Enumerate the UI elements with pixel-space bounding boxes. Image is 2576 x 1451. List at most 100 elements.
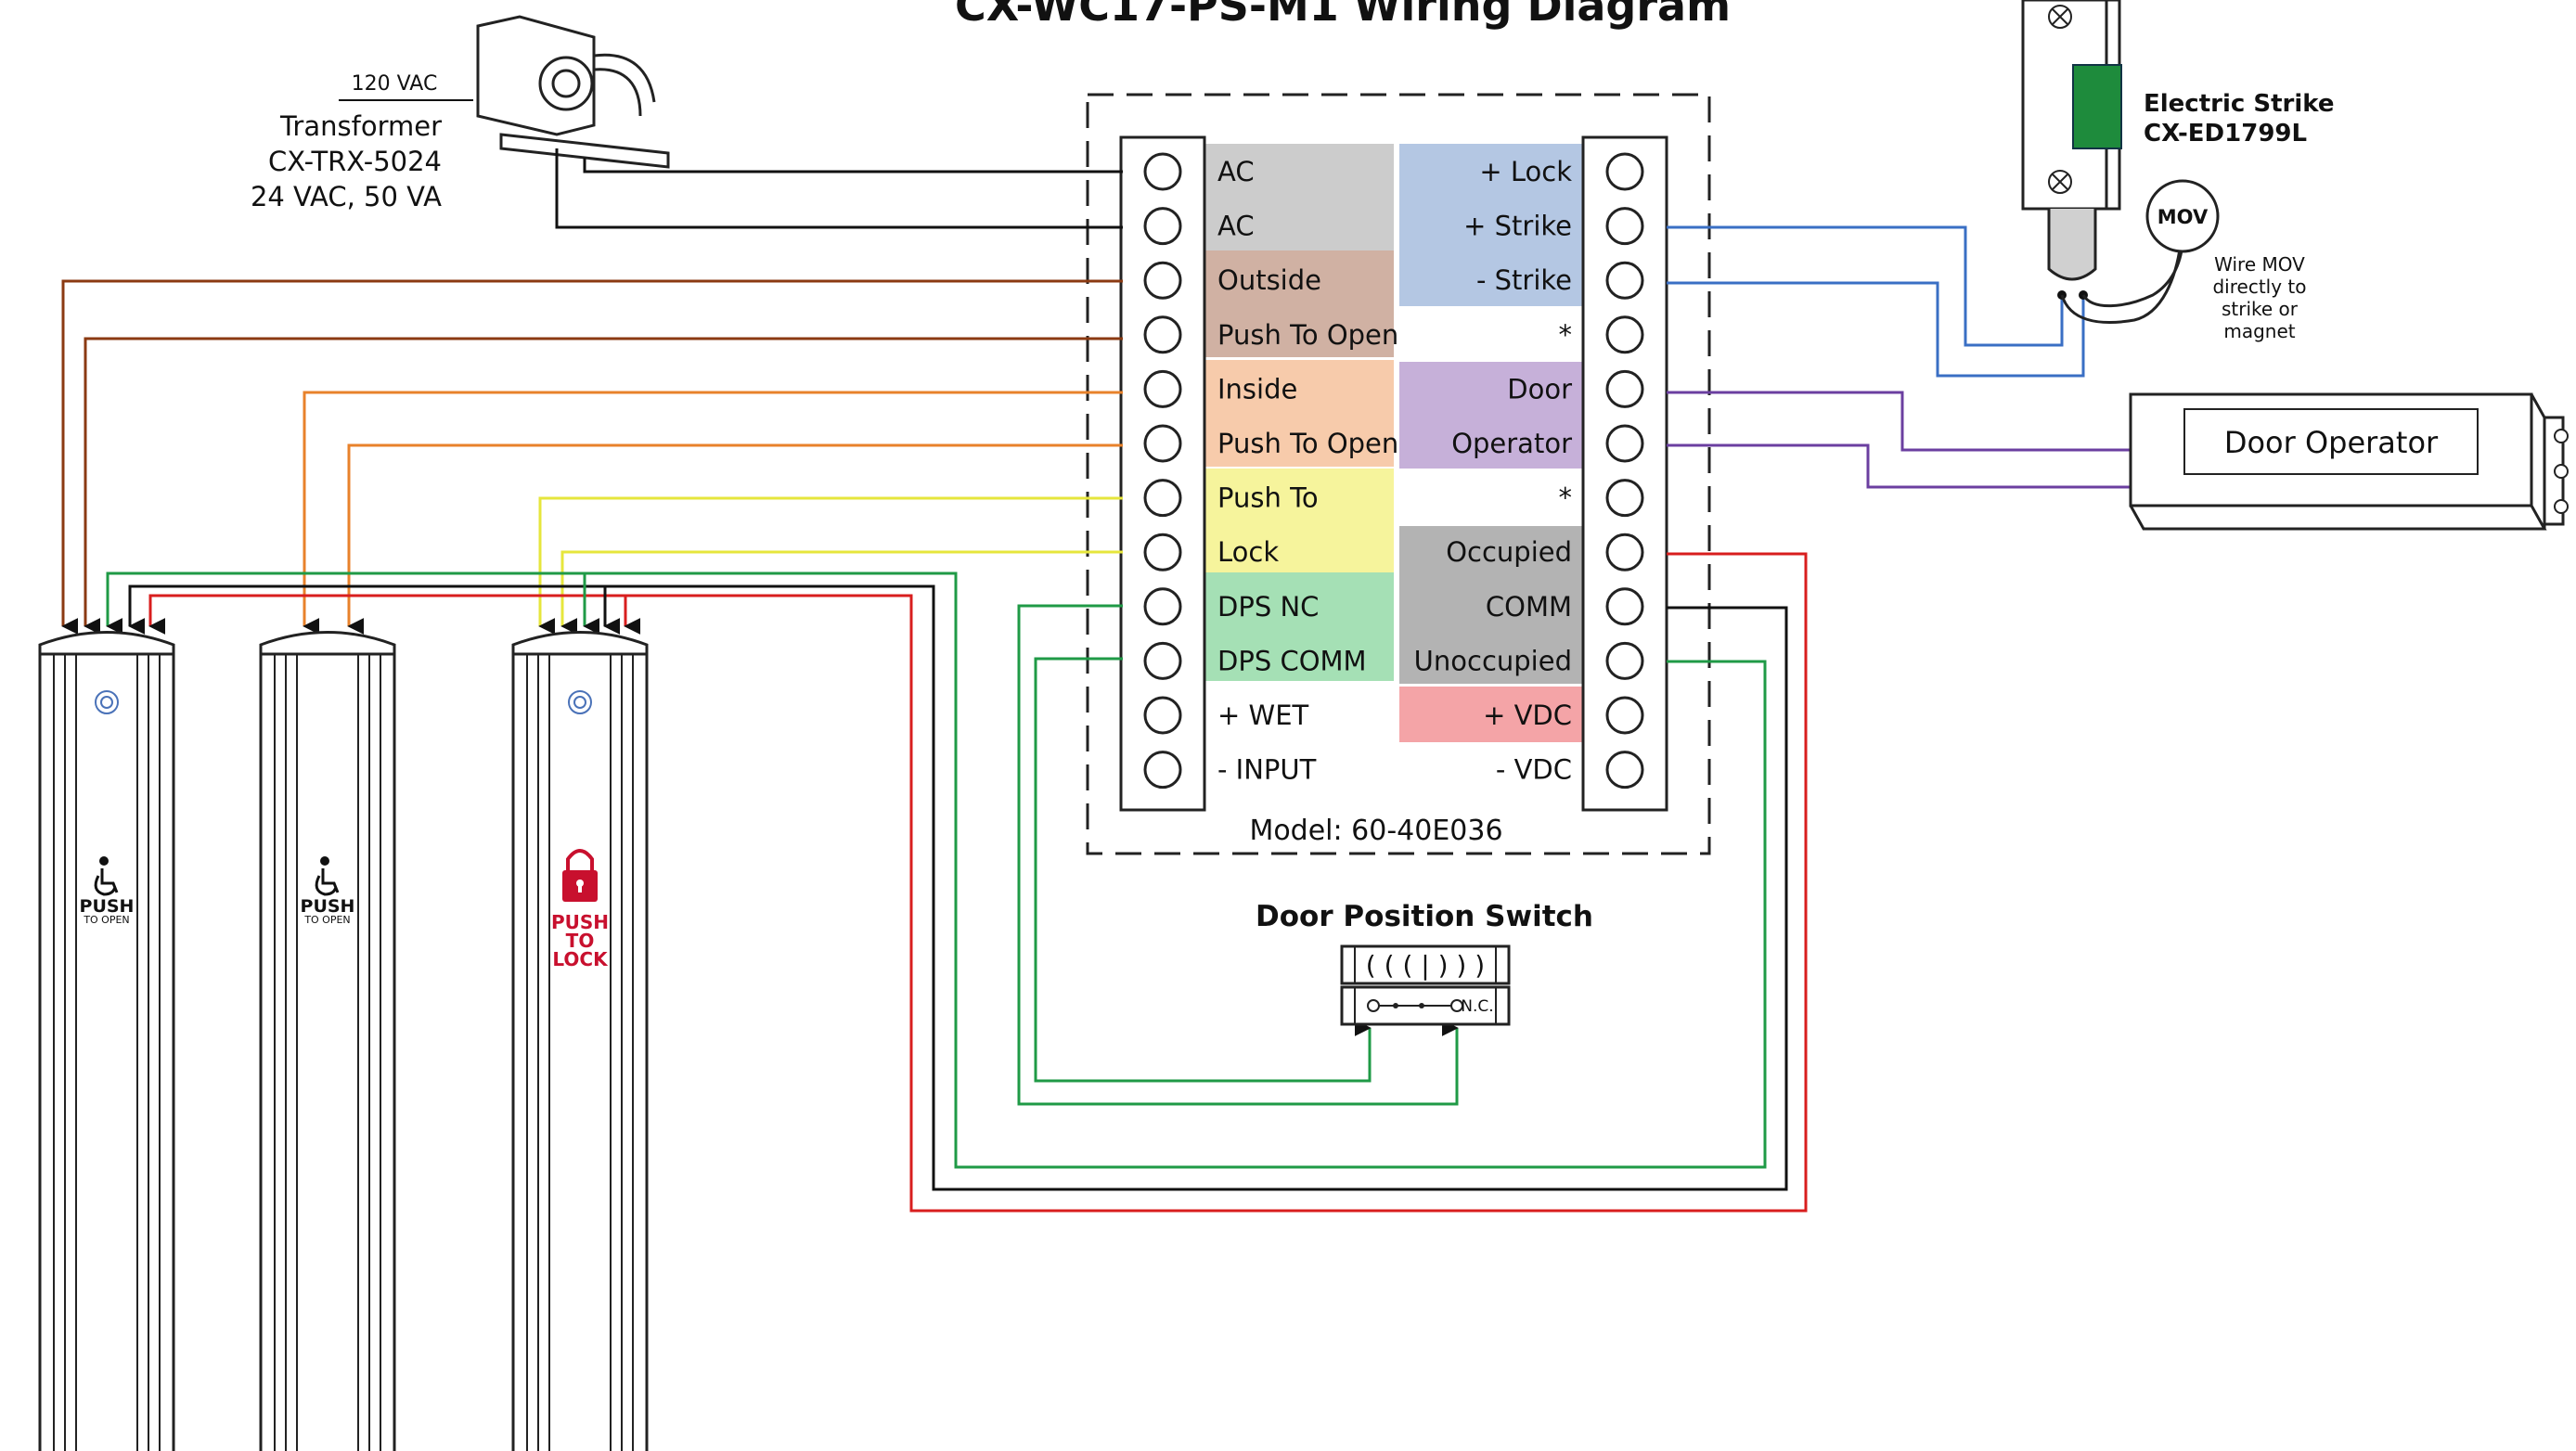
- right-terminal-screw: [1605, 479, 1644, 518]
- push-station-1: PUSH TO OPEN: [38, 631, 175, 1451]
- right-terminal-label: + VDC: [1483, 700, 1572, 731]
- right-terminal-label: - Strike: [1476, 264, 1572, 296]
- push-station-3: PUSH TO LOCK: [511, 631, 649, 1451]
- strike-screw-bottom-icon: [2048, 170, 2072, 194]
- wire-operator-1: [1667, 391, 2131, 452]
- block-ac: [1204, 144, 1394, 250]
- block-lock: [1204, 469, 1394, 572]
- block-inside: [1204, 360, 1394, 467]
- push-station-1-sub: TO OPEN: [83, 914, 129, 926]
- strike-model: CX-ED1799L: [2144, 120, 2307, 148]
- left-terminal-label: AC: [1217, 156, 1255, 187]
- left-terminal-screw: [1143, 207, 1182, 246]
- wire-dps-nc: [1017, 604, 1459, 1106]
- right-terminal-screw: [1605, 315, 1644, 354]
- left-terminal-screw: [1143, 641, 1182, 680]
- diagram-title: CX-WC17-PS-M1 Wiring Diagram: [955, 0, 1731, 31]
- transformer-model: CX-TRX-5024: [268, 146, 442, 177]
- wire-strike-plus: [1667, 225, 2064, 347]
- right-terminals: + Lock+ Strike- Strike*DoorOperator*Occu…: [1414, 152, 1644, 790]
- left-terminal-screw: [1143, 152, 1182, 191]
- electric-strike: MOV Electric Strike CX-ED1799L Wire MOV …: [2021, 0, 2334, 342]
- wire-ac-1: [583, 158, 1123, 173]
- left-terminal-screw: [1143, 369, 1182, 408]
- left-terminal-label: Inside: [1217, 373, 1297, 404]
- wire-unoccupied: [106, 571, 1767, 1169]
- left-terminal-screw: [1143, 479, 1182, 518]
- block-vdc: [1399, 687, 1583, 742]
- left-terminal-label: Outside: [1217, 264, 1321, 296]
- right-terminal-screw: [1605, 641, 1644, 680]
- block-operator: [1399, 362, 1583, 469]
- right-label-blocks: [1399, 144, 1583, 742]
- wire-comm: [128, 584, 1788, 1191]
- mov-label: MOV: [2157, 206, 2209, 228]
- push-station-3-word-1: PUSH: [551, 911, 609, 933]
- door-position-switch: Door Position Switch ( ( ( | ) ) ) N.C.: [1256, 900, 1593, 1026]
- block-dps: [1204, 572, 1394, 681]
- right-terminal-label: Occupied: [1446, 536, 1572, 568]
- right-terminal-label: + Lock: [1479, 156, 1572, 187]
- dps-title: Door Position Switch: [1256, 900, 1593, 933]
- transformer-rating: 24 VAC, 50 VA: [251, 181, 442, 212]
- left-terminal-screw: [1143, 587, 1182, 626]
- left-terminal-label: DPS COMM: [1217, 645, 1367, 676]
- dps-nc-label: N.C.: [1461, 997, 1493, 1016]
- wire-lock-1: [538, 496, 1123, 635]
- left-terminal-label: AC: [1217, 211, 1255, 242]
- left-terminal-screw: [1143, 315, 1182, 354]
- wire-occupied: [148, 552, 1808, 1213]
- mov-icon: [2145, 179, 2220, 253]
- left-label-blocks: [1204, 144, 1394, 681]
- push-station-3-sensor-icon: [568, 690, 592, 714]
- dps-contact-icon: [1367, 999, 1463, 1012]
- wheelchair-icon: [94, 856, 119, 896]
- wire-ac-2: [555, 148, 1123, 229]
- right-terminal-label: Unoccupied: [1414, 645, 1572, 676]
- push-station-1-word: PUSH: [80, 896, 135, 917]
- wire-inside-1: [303, 391, 1123, 635]
- push-station-3-word-2: TO: [566, 930, 595, 952]
- right-terminal-screw: [1605, 751, 1644, 790]
- block-comm: [1399, 526, 1583, 684]
- wires: [61, 148, 2131, 1213]
- wire-outside-2: [84, 337, 1123, 635]
- right-terminal-label: + Strike: [1463, 211, 1572, 242]
- left-terminal-screw: [1143, 261, 1182, 300]
- push-station-2-word: PUSH: [301, 896, 355, 917]
- mov-note-3: strike or: [2222, 298, 2299, 320]
- wire-strike-minus: [1667, 281, 2085, 378]
- left-terminal-label: - INPUT: [1217, 754, 1317, 786]
- mov-note-1: Wire MOV: [2214, 253, 2305, 276]
- left-terminal-label: Lock: [1217, 536, 1279, 568]
- right-terminal-screw: [1605, 261, 1644, 300]
- controller-model: Model: 60-40E036: [1249, 815, 1502, 847]
- wire-dps-comm: [1034, 657, 1372, 1083]
- transformer-input-label: 120 VAC: [352, 72, 438, 96]
- right-terminal-screw: [1605, 152, 1644, 191]
- left-terminal-screw: [1143, 696, 1182, 735]
- right-terminal-label: COMM: [1486, 591, 1572, 623]
- strike-connector: [2047, 209, 2097, 281]
- right-terminal-screw: [1605, 369, 1644, 408]
- left-terminal-screw: [1143, 424, 1182, 463]
- wheelchair-icon: [315, 856, 340, 896]
- dps-magnet-waves: ( ( ( | ) ) ): [1366, 950, 1485, 981]
- left-terminal-label: Push To Open: [1217, 428, 1398, 459]
- push-station-3-word-3: LOCK: [552, 948, 609, 970]
- push-station-3-body: [511, 631, 649, 1451]
- right-terminal-label: Operator: [1451, 428, 1572, 459]
- block-strike: [1399, 144, 1583, 306]
- right-terminal-screw: [1605, 424, 1644, 463]
- right-terminal-screw: [1605, 587, 1644, 626]
- controller-enclosure: [1086, 93, 1711, 855]
- push-station-2: PUSH TO OPEN: [259, 631, 396, 1451]
- right-terminal-screw: [1605, 696, 1644, 735]
- transformer-icon: [476, 15, 670, 169]
- right-terminal-label: - VDC: [1496, 754, 1572, 786]
- push-station-1-body: [38, 631, 175, 1451]
- door-operator: Door Operator: [2129, 392, 2569, 531]
- mov-note-2: directly to: [2212, 276, 2306, 298]
